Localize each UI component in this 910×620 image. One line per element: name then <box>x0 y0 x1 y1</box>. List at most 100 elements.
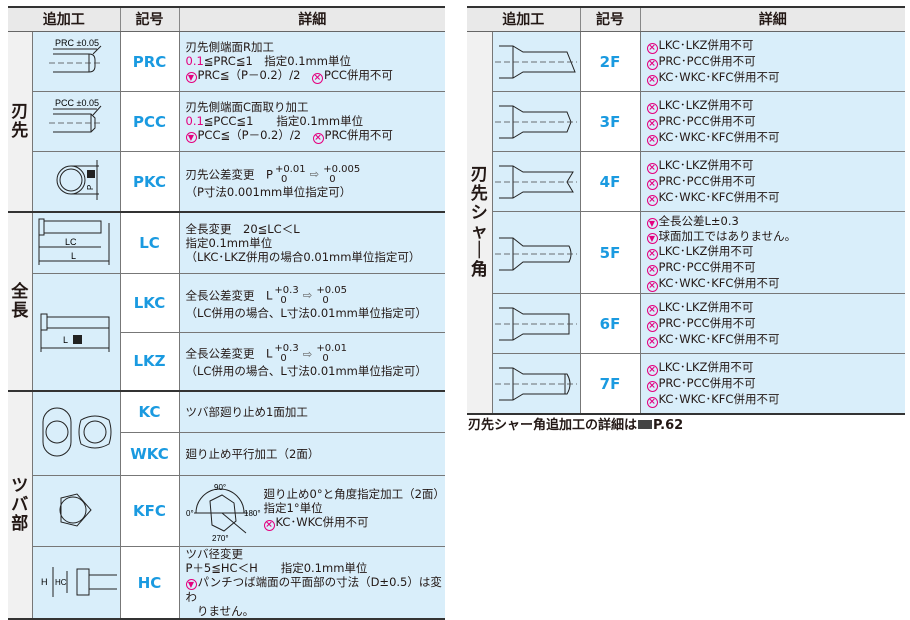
option-code[interactable]: LKZ <box>119 332 179 392</box>
header-process: 追加工 <box>467 6 580 32</box>
detail-text: ツバ部廻り止め1面加工 <box>185 405 308 420</box>
group-label: ツバ部 <box>8 391 32 620</box>
detail-text: PRC･PCC併用不可 <box>658 315 756 330</box>
option-code[interactable]: KFC <box>119 475 179 547</box>
option-row-7f: 7F×LKC･LKZ併用不可×PRC･PCC併用不可×KC･WKC･KFC併用不… <box>467 353 906 415</box>
detail-line: ×KC･WKC･KFC併用不可 <box>646 69 906 86</box>
option-code[interactable]: WKC <box>119 432 179 476</box>
detail-text: 指定1°単位 <box>263 501 323 515</box>
note-page-link[interactable]: P.62 <box>653 418 684 433</box>
option-code[interactable]: 7F <box>579 353 640 415</box>
detail-lines: ×LKC･LKZ併用不可×PRC･PCC併用不可×KC･WKC･KFC併用不可 <box>646 158 906 206</box>
option-detail: ×LKC･LKZ併用不可×PRC･PCC併用不可×KC･WKC･KFC併用不可 <box>639 31 906 92</box>
option-code[interactable]: 2F <box>579 31 640 92</box>
detail-line: ▼PCC≦（P－0.2）/2 ×PRC併用不可 <box>185 127 446 144</box>
detail-line: ▼パンチつば端面の平面部の寸法（D±0.5）は変わ <box>185 575 446 604</box>
prohibit-icon: × <box>646 42 658 54</box>
detail-line: P＋5≦HC＜H 指定0.1mm単位 <box>186 561 446 575</box>
detail-line: 刃先側端面C面取り加工 <box>186 100 446 114</box>
option-detail: 廻り止め平行加工（2面） <box>178 432 445 476</box>
tolerance-lower: 0 <box>322 353 329 365</box>
detail-line: ×LKC･LKZ併用不可 <box>646 37 906 54</box>
detail-line: 0.1≦PRC≦1 指定0.1mm単位 <box>186 54 446 68</box>
range-min: 0.1 <box>185 53 204 68</box>
option-code[interactable]: LC <box>119 212 179 274</box>
detail-text: 廻り止め0°と角度指定加工（2面） <box>263 487 445 501</box>
detail-text: PRC併用不可 <box>324 127 393 142</box>
detail-text: パンチつば端面の平面部の寸法（D±0.5）は変わ <box>185 575 442 604</box>
detail-line: ×LKC･LKZ併用不可 <box>646 243 906 260</box>
detail-text: PRC･PCC併用不可 <box>658 259 756 274</box>
detail-text: 球面加工ではありません。 <box>658 228 797 243</box>
detail-text: PCC併用不可 <box>323 67 393 82</box>
detail-text: LKC･LKZ併用不可 <box>658 243 754 258</box>
option-code[interactable]: HC <box>119 546 179 620</box>
svg-text:180°: 180° <box>244 509 261 518</box>
detail-text: PRC≦（P－0.2）/2 <box>197 67 312 82</box>
prohibit-icon: × <box>646 280 658 292</box>
figure-label: L <box>71 251 76 261</box>
hollow-right-arrow-icon: ⇨ <box>302 288 313 302</box>
detail-line: ▼PRC≦（P－0.2）/2 ×PCC併用不可 <box>185 67 446 84</box>
detail-text: LKC･LKZ併用不可 <box>658 299 754 314</box>
header-process: 追加工 <box>8 6 120 32</box>
detail-text: 刃先公差変更 P <box>185 167 273 181</box>
option-code[interactable]: 5F <box>579 211 640 294</box>
detail-line: ×KC･WKC･KFC併用不可 <box>646 392 906 408</box>
prohibit-icon: × <box>646 134 658 146</box>
option-code[interactable]: 6F <box>579 293 640 354</box>
prohibit-icon: × <box>646 102 658 114</box>
detail-text: PRC･PCC併用不可 <box>658 173 756 188</box>
group-label: 全長 <box>8 212 32 392</box>
figure-kfc <box>31 475 120 547</box>
detail-line: ツバ部廻り止め1面加工 <box>186 405 446 419</box>
detail-text: 全長公差L±0.3 <box>658 213 739 228</box>
option-row-4f: 4F×LKC･LKZ併用不可×PRC･PCC併用不可×KC･WKC･KFC併用不… <box>467 151 906 212</box>
option-detail: ▼全長公差L±0.3▼球面加工ではありません。×LKC･LKZ併用不可×PRC･… <box>639 211 906 294</box>
detail-text: KC･WKC･KFC併用不可 <box>658 331 780 346</box>
tolerance-upper: +0.3 <box>274 284 299 296</box>
prohibit-icon: × <box>311 72 323 84</box>
figure-pcc: PCC ±0.05 <box>31 91 120 152</box>
tolerance-upper: +0.01 <box>316 343 347 355</box>
option-detail: ×LKC･LKZ併用不可×PRC･PCC併用不可×KC･WKC･KFC併用不可 <box>639 151 906 212</box>
prohibit-icon: × <box>646 264 658 276</box>
figure-4f <box>491 151 580 212</box>
detail-line: ×PRC･PCC併用不可 <box>646 114 906 130</box>
option-code[interactable]: PRC <box>119 31 179 92</box>
detail-text: KC･WKC･KFC併用不可 <box>658 69 780 84</box>
detail-line: 廻り止め0°と角度指定加工（2面） <box>186 487 446 501</box>
prohibit-icon: × <box>646 58 658 70</box>
tolerance-upper: +0.05 <box>316 284 347 296</box>
detail-text: 刃先側端面C面取り加工 <box>185 99 309 114</box>
detail-text: LKC･LKZ併用不可 <box>658 37 754 52</box>
detail-text: （LC併用の場合、L寸法0.01mm単位指定可） <box>185 305 427 320</box>
prohibit-icon: × <box>646 194 658 206</box>
figure-label: H <box>41 577 48 587</box>
detail-line: （LC併用の場合、L寸法0.01mm単位指定可） <box>186 364 446 378</box>
option-code[interactable]: 4F <box>579 151 640 212</box>
option-code[interactable]: PCC <box>119 91 179 152</box>
option-code[interactable]: KC <box>119 391 179 434</box>
option-code[interactable]: PKC <box>119 151 179 213</box>
detail-text: KC･WKC･KFC併用不可 <box>658 189 780 204</box>
option-code[interactable]: 3F <box>579 91 640 152</box>
detail-line: ×LKC･LKZ併用不可 <box>646 299 906 316</box>
figure-lkc: L <box>31 273 120 392</box>
detail-text: KC･WKC･KFC併用不可 <box>658 129 780 144</box>
detail-text: りません。 <box>185 604 255 618</box>
option-code[interactable]: LKC <box>119 273 179 333</box>
